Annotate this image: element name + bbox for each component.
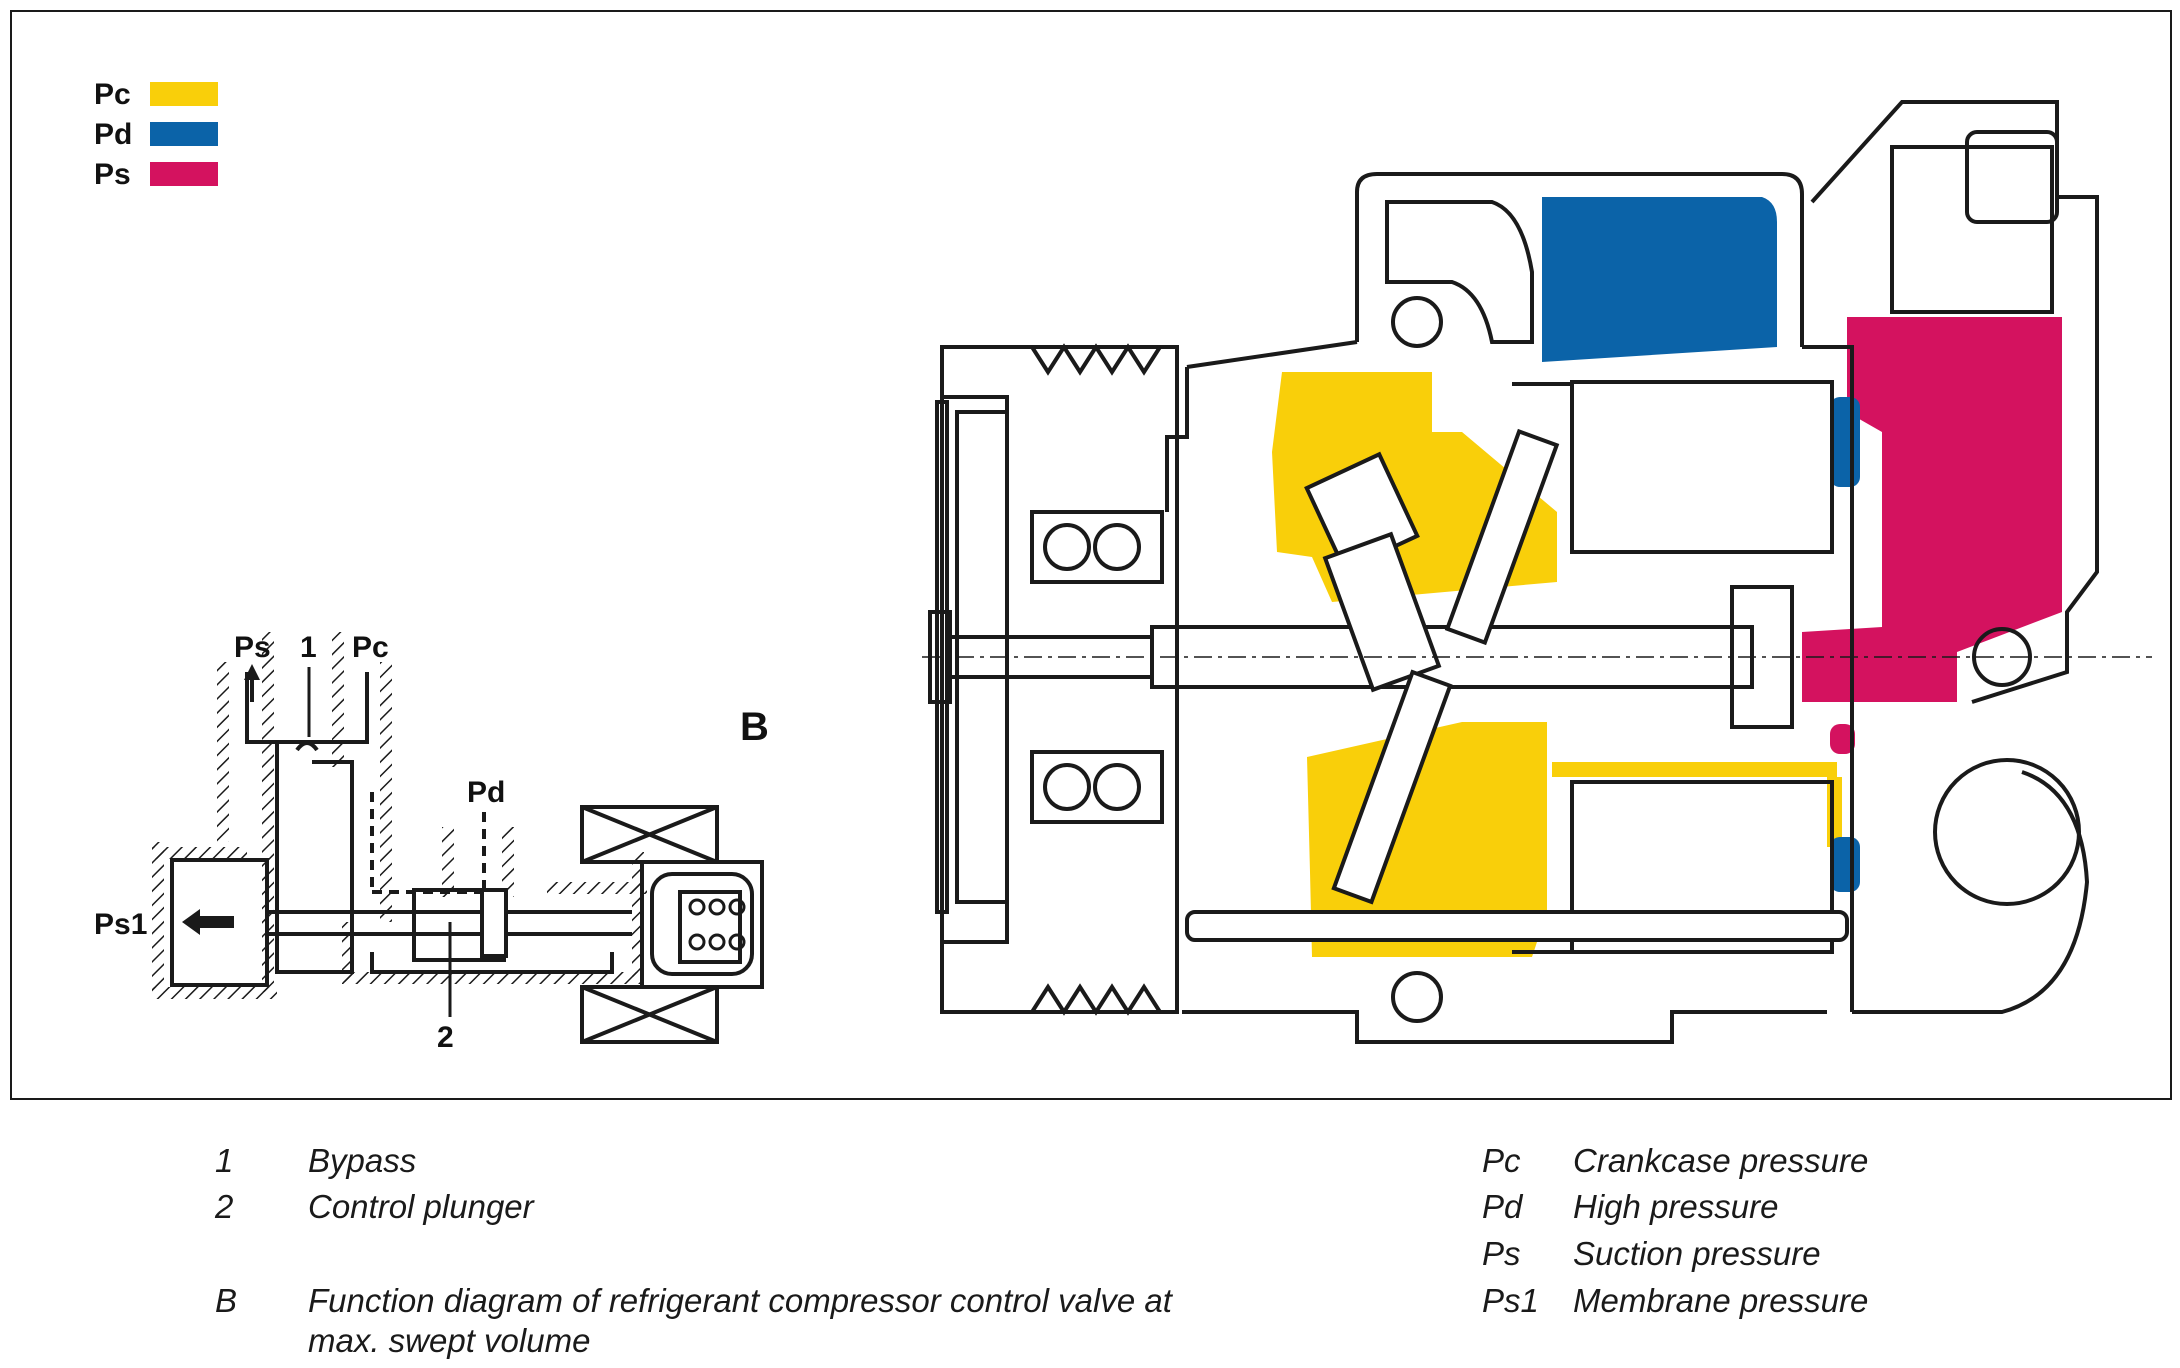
legend-key-pc: Pc bbox=[1482, 1142, 1521, 1179]
compressor-figure: Pc Pd Ps bbox=[10, 10, 2172, 1100]
legend-key-1: 1 bbox=[215, 1142, 234, 1179]
swatch-label-ps: Ps bbox=[94, 158, 131, 191]
legend-desc-crankcase: Crankcase pressure bbox=[1573, 1142, 1869, 1179]
rear-boss bbox=[1933, 758, 2081, 906]
valve-head-cap bbox=[1965, 130, 2059, 224]
legend-desc-suction: Suction pressure bbox=[1573, 1235, 1821, 1272]
label-plunger-number: 2 bbox=[437, 1021, 454, 1054]
color-legend: Pc Pd Ps bbox=[94, 78, 218, 191]
legend-key-ps1: Ps1 bbox=[1482, 1282, 1539, 1319]
solenoid-armature bbox=[650, 872, 754, 976]
pd-region-small-a bbox=[1830, 397, 1860, 487]
hatched-walls bbox=[152, 632, 647, 999]
legend-desc-membrane: Membrane pressure bbox=[1573, 1282, 1869, 1319]
control-plunger-disk bbox=[480, 888, 508, 958]
ps-region-main bbox=[1802, 317, 2062, 702]
label-ps1: Ps1 bbox=[94, 908, 147, 941]
ps-region-small bbox=[1830, 724, 1855, 754]
housing-upper-step bbox=[1186, 340, 1358, 369]
ps1-chamber bbox=[170, 858, 269, 987]
solenoid-lower-cross-b bbox=[581, 985, 718, 1044]
housing-top bbox=[1355, 172, 1804, 347]
compressor-cross-section bbox=[922, 100, 2152, 1044]
cylinder-edges bbox=[1512, 382, 1572, 954]
function-diagram-b: Ps 1 Pc Pd Ps1 2 B bbox=[94, 631, 769, 1054]
label-pc: Pc bbox=[352, 631, 389, 664]
swatch-label-pc: Pc bbox=[94, 78, 131, 111]
through-bolt bbox=[1185, 910, 1849, 942]
swatch-ps bbox=[150, 162, 218, 186]
label-pd: Pd bbox=[467, 776, 505, 809]
section-letter-b: B bbox=[740, 705, 769, 749]
spring-box bbox=[678, 890, 742, 964]
housing-bottom bbox=[1182, 1010, 1827, 1044]
legend-key-b: B bbox=[215, 1282, 238, 1319]
swashplate-assembly bbox=[1304, 428, 1560, 905]
valve-head-inner bbox=[1890, 145, 2054, 314]
legend-key-ps: Ps bbox=[1482, 1235, 1521, 1272]
bolt-hole-bottom bbox=[1391, 971, 1443, 1023]
bypass-channel bbox=[275, 742, 354, 974]
legend-key-pd: Pd bbox=[1482, 1188, 1523, 1225]
solenoid-upper-cross-b bbox=[581, 805, 718, 864]
housing-rear bbox=[1802, 345, 1854, 1012]
legend-desc-bypass: Bypass bbox=[308, 1142, 417, 1179]
legend-desc-function-diagram-cont: max. swept volume bbox=[308, 1322, 591, 1359]
swatch-label-pd: Pd bbox=[94, 118, 132, 151]
rear-bolt-hole bbox=[1972, 627, 2032, 687]
legend-desc-control-plunger: Control plunger bbox=[308, 1188, 534, 1225]
pd-region-top bbox=[1542, 197, 1777, 362]
legend-desc-function-diagram: Function diagram of refrigerant compress… bbox=[308, 1282, 1172, 1319]
pd-region-small-b bbox=[1830, 837, 1860, 892]
pulley bbox=[940, 343, 1179, 1016]
label-bypass-number: 1 bbox=[300, 631, 317, 664]
cylinder-upper bbox=[1570, 380, 1834, 554]
valve-head-outline bbox=[1810, 100, 2099, 704]
solenoid-housing bbox=[640, 860, 764, 989]
rear-cover bbox=[1852, 770, 2090, 1014]
swatch-pc bbox=[150, 82, 218, 106]
legend-desc-high-pressure: High pressure bbox=[1573, 1188, 1779, 1225]
housing-top-pocket bbox=[1385, 200, 1534, 344]
spring-coils bbox=[688, 898, 746, 951]
cylinder-lower bbox=[1570, 780, 1834, 954]
label-ps: Ps bbox=[234, 631, 271, 664]
swatch-pd bbox=[150, 122, 218, 146]
pc-region-line bbox=[1552, 762, 1842, 847]
ps1-arrow-icon bbox=[182, 909, 234, 935]
ps-arrow-head bbox=[244, 664, 260, 680]
lower-passage bbox=[370, 952, 614, 974]
bypass-orifice bbox=[295, 741, 319, 752]
bolt-hole-top bbox=[1391, 296, 1443, 348]
figure-canvas: Pc Pd Ps bbox=[94, 78, 2152, 1054]
legend-key-2: 2 bbox=[215, 1188, 234, 1225]
